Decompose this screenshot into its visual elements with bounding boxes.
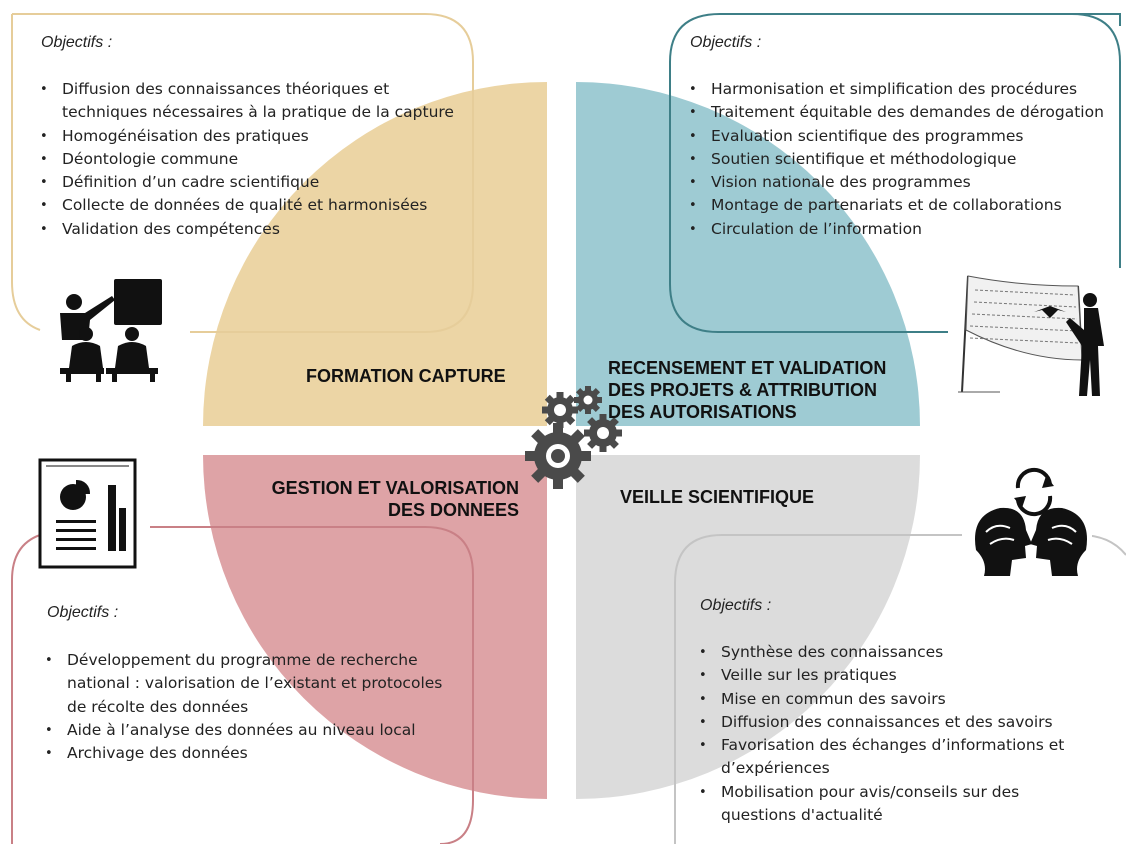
list-item-continuation: national : valorisation de l’existant et… [67, 674, 443, 693]
list-item: Favorisation des échanges d’informations… [696, 734, 1116, 758]
teacher-classroom-icon [60, 279, 162, 382]
panel-gestion-heading: Objectifs : [47, 604, 119, 621]
label-recensement-line: RECENSEMENT ET VALIDATION [608, 358, 887, 378]
label-gestion-line: GESTION ET VALORISATION [271, 478, 519, 498]
gear-small-top [574, 386, 602, 414]
gear-large [525, 423, 591, 489]
panel-veille-list: Synthèse des connaissances Veille sur le… [696, 641, 1116, 827]
label-gestion: GESTION ET VALORISATION DES DONNEES [254, 477, 519, 521]
quadrant-gestion [203, 455, 547, 799]
panel-gestion-outline [11, 526, 474, 844]
list-item: Mobilisation pour avis/conseils sur des [696, 781, 1116, 805]
label-recensement-line: DES AUTORISATIONS [608, 402, 797, 422]
panel-recensement-heading: Objectifs : [690, 34, 762, 51]
list-item: Veille sur les pratiques [696, 664, 1116, 688]
panel-formation-heading: Objectifs : [41, 34, 113, 51]
gears-icon [525, 386, 622, 489]
list-item-continuation: questions d'actualité [721, 806, 883, 825]
list-item: Aide à l’analyse des données au niveau l… [42, 719, 467, 743]
quadrant-veille [576, 455, 920, 799]
label-recensement: RECENSEMENT ET VALIDATION DES PROJETS & … [608, 357, 886, 423]
list-item: Traitement équitable des demandes de dér… [686, 101, 1118, 125]
list-item: Archivage des données [42, 742, 467, 766]
list-item: Circulation de l’information [686, 218, 1118, 242]
label-recensement-line: DES PROJETS & ATTRIBUTION [608, 380, 878, 400]
list-item-continuation: d’expériences [721, 759, 830, 778]
list-item: Validation des compétences [37, 218, 467, 242]
panel-veille-outline [674, 534, 1126, 844]
panel-formation-list: Diffusion des connaissances théoriques e… [37, 78, 467, 241]
list-item: Déontologie commune [37, 148, 467, 172]
list-item: Diffusion des connaissances et des savoi… [696, 711, 1116, 735]
list-item: Harmonisation et simplification des proc… [686, 78, 1118, 102]
list-item-continuation: de récolte des données [67, 697, 249, 716]
panel-veille-heading: Objectifs : [700, 597, 772, 614]
report-chart-icon [38, 458, 137, 569]
panel-gestion-list: Développement du programme de recherche … [42, 649, 467, 766]
list-item: Développement du programme de recherche [42, 649, 467, 673]
label-veille-scientifique: VEILLE SCIENTIFIQUE [620, 487, 815, 507]
panel-formation-outline [11, 13, 474, 333]
list-item: Soutien scientifique et méthodologique [686, 148, 1118, 172]
panel-recensement-outline [669, 13, 1121, 333]
quadrant-recensement [576, 82, 920, 426]
gear-small-right [584, 414, 622, 452]
list-item-continuation: techniques nécessaires à la pratique de … [62, 103, 454, 122]
gear-small-left [542, 392, 578, 428]
list-item: Collecte de données de qualité et harmon… [37, 194, 467, 218]
list-item: Mise en commun des savoirs [696, 688, 1116, 712]
list-item: Synthèse des connaissances [696, 641, 1116, 665]
list-item: Evaluation scientifique des programmes [686, 125, 1118, 149]
list-item: Vision nationale des programmes [686, 171, 1118, 195]
exchanging-heads-icon [962, 460, 1092, 582]
label-formation-capture: FORMATION CAPTURE [306, 366, 506, 386]
label-gestion-line: DES DONNEES [387, 500, 519, 520]
list-item: Homogénéisation des pratiques [37, 125, 467, 149]
list-item: Diffusion des connaissances théoriques e… [37, 78, 467, 102]
panel-recensement-outline-right [1071, 13, 1121, 270]
bat-net-capture-icon [952, 268, 1126, 400]
list-item: Montage de partenariats et de collaborat… [686, 194, 1118, 218]
list-item: Définition d’un cadre scientifique [37, 171, 467, 195]
panel-recensement-list: Harmonisation et simplification des proc… [686, 78, 1118, 241]
